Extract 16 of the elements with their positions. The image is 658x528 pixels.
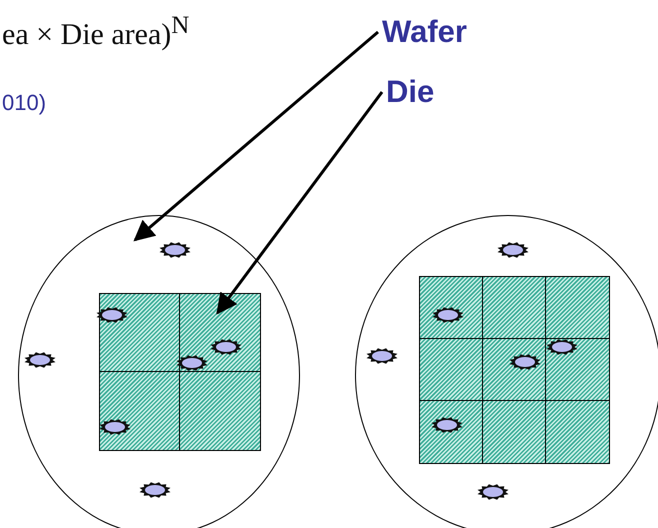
citation-text: 010) (2, 90, 46, 116)
callout-label: Die (386, 74, 434, 110)
formula-text: ea × Die area)$^{N}$ (2, 12, 190, 52)
die-square (179, 371, 261, 451)
die-square (99, 371, 181, 451)
leader-arrow (216, 91, 384, 315)
wafer-circle (355, 215, 658, 528)
die-square (99, 293, 181, 373)
die-square (419, 338, 484, 402)
callout-label: Wafer (382, 14, 467, 50)
die-square (482, 276, 547, 340)
die-square (545, 400, 610, 464)
die-square (545, 276, 610, 340)
die-square (482, 400, 547, 464)
wafer-circle (18, 215, 300, 528)
leader-arrow (133, 30, 379, 242)
